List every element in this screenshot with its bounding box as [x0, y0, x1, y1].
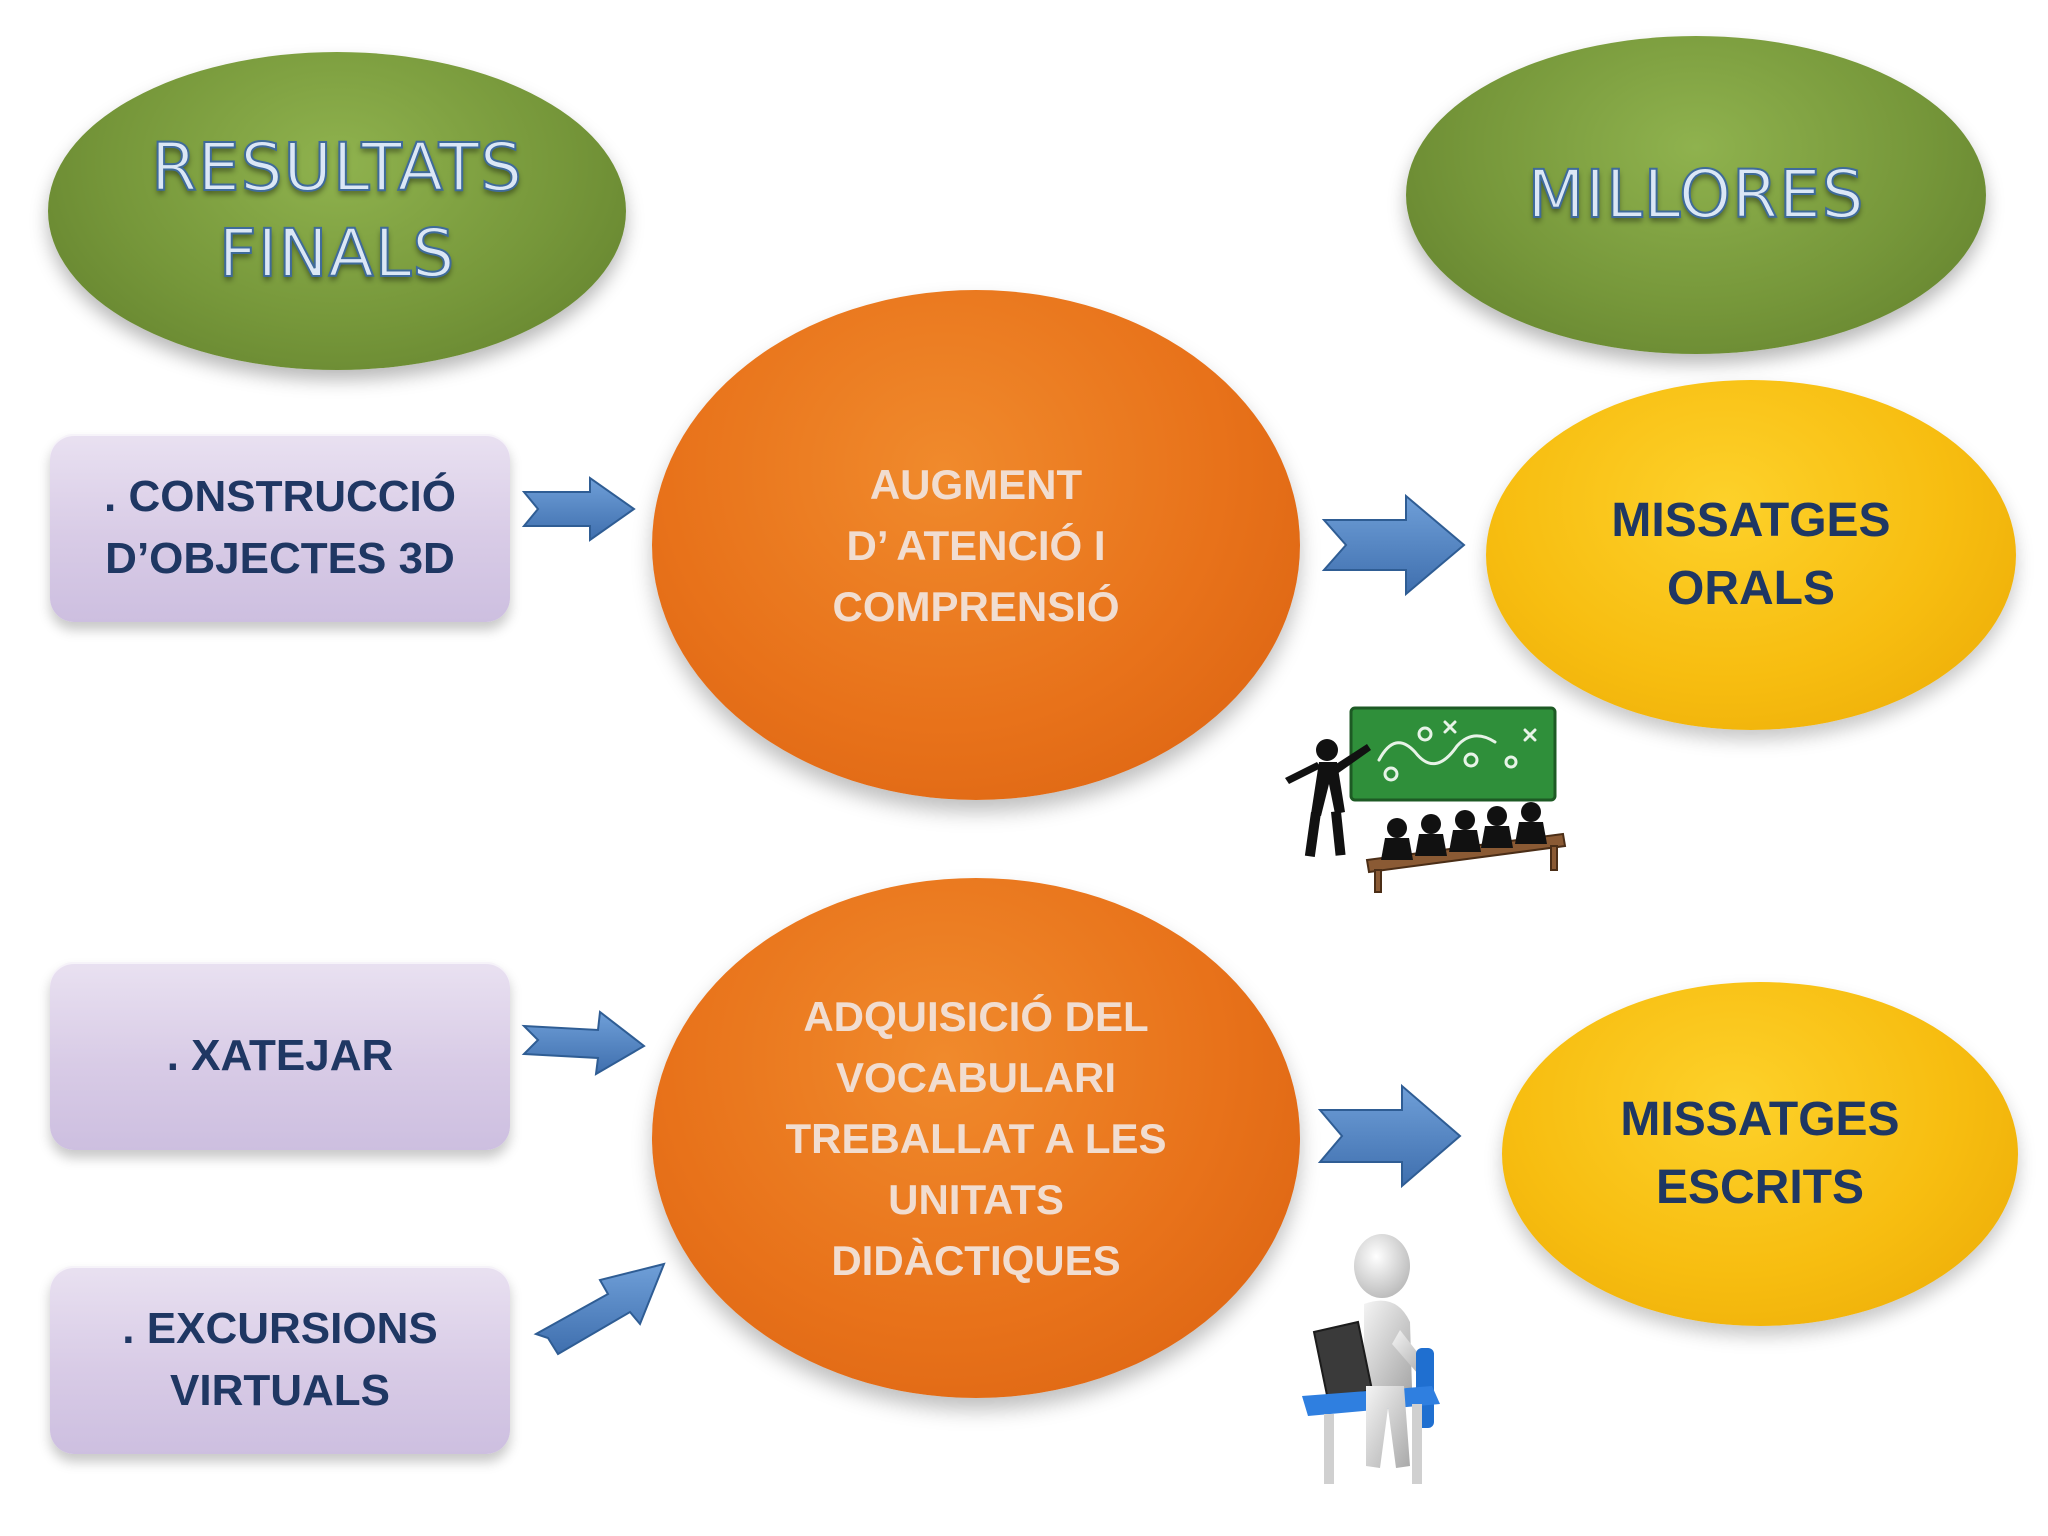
adquisicio-line3: TREBALLAT A LES [785, 1114, 1167, 1162]
arrow-construccio-to-augment [521, 476, 636, 542]
arrow-xatejar-to-adquisicio [521, 1010, 646, 1076]
header-resultats-line2: FINALS [218, 214, 456, 293]
oval-missatges-orals: MISSATGES ORALS [1486, 380, 2016, 730]
oval-augment-atencio: AUGMENT D’ ATENCIÓ I COMPRENSIÓ [652, 290, 1300, 800]
box-construccio-line1: . CONSTRUCCIÓ [104, 472, 456, 521]
adquisicio-line4: UNITATS [888, 1175, 1064, 1223]
box-excursions-line1: . EXCURSIONS [122, 1304, 438, 1353]
box-excursions-virtuals: . EXCURSIONS VIRTUALS [50, 1266, 510, 1454]
orals-line1: MISSATGES [1611, 494, 1891, 547]
box-construccio-line2: D’OBJECTES 3D [105, 534, 455, 583]
oval-missatges-escrits: MISSATGES ESCRITS [1502, 982, 2018, 1326]
header-millores-line1: MILLORES [1526, 155, 1865, 234]
person-at-computer-icon [1302, 1234, 1440, 1484]
arrow-excursions-to-adquisicio [533, 1262, 666, 1356]
teacher-classroom-icon [1285, 706, 1567, 893]
orals-line2: ORALS [1667, 562, 1835, 615]
header-resultats-finals: RESULTATS FINALS [48, 52, 626, 370]
box-excursions-line2: VIRTUALS [170, 1366, 390, 1415]
header-millores: MILLORES [1406, 36, 1986, 354]
box-xatejar-line1: . XATEJAR [166, 1031, 394, 1080]
adquisicio-line1: ADQUISICIÓ DEL [803, 992, 1149, 1040]
augment-line2: D’ ATENCIÓ I [846, 521, 1106, 569]
escrits-line2: ESCRITS [1655, 1161, 1865, 1214]
oval-adquisicio-vocabulari: ADQUISICIÓ DEL VOCABULARI TREBALLAT A LE… [652, 878, 1300, 1398]
adquisicio-line2: VOCABULARI [836, 1053, 1116, 1101]
augment-line1: AUGMENT [869, 460, 1083, 508]
header-resultats-line1: RESULTATS [150, 128, 523, 207]
adquisicio-line5: DIDÀCTIQUES [831, 1236, 1121, 1284]
arrow-augment-to-orals [1321, 493, 1466, 597]
box-construccio-objectes-3d: . CONSTRUCCIÓ D’OBJECTES 3D [50, 434, 510, 622]
escrits-line1: MISSATGES [1620, 1093, 1900, 1146]
arrow-adquisicio-to-escrits [1317, 1083, 1462, 1189]
augment-line3: COMPRENSIÓ [832, 582, 1120, 630]
box-xatejar: . XATEJAR [50, 962, 510, 1150]
